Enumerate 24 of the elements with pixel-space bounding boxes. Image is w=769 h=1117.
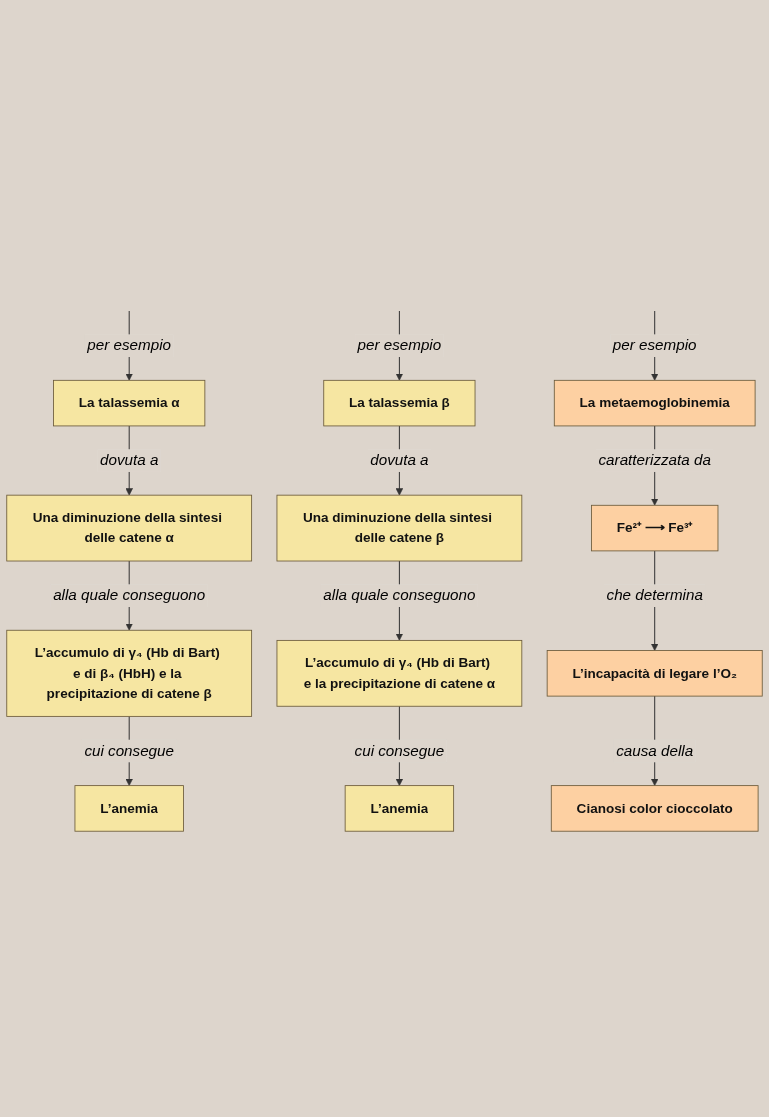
node-box: L’incapacità di legare l’O₂ (546, 650, 763, 697)
node-box: L’accumulo di γ₄ (Hb di Bart) e di β₄ (HbH) e la precipitazione di catene β (6, 629, 253, 717)
edge-label: causa della (616, 742, 694, 760)
node-box: La talassemia α (53, 379, 206, 427)
edge-label: dovuta a (370, 451, 429, 469)
node-box: Fe²⁺ ⟶ Fe³⁺ (591, 504, 719, 552)
node-box: L’anemia (344, 785, 455, 832)
node-box: Cianosi color cioccolato (550, 785, 759, 832)
node-box: L’accumulo di γ₄ (Hb di Bart) e la precipitazione di catene α (276, 640, 523, 707)
edge-label: che determina (606, 586, 703, 604)
edge-label: cui consegue (84, 742, 174, 760)
edge-label: caratterizzata da (598, 451, 711, 469)
edge-label: per esempio (87, 336, 172, 354)
edge-label: per esempio (357, 336, 442, 354)
edge-label: dovuta a (100, 451, 159, 469)
edge-label: per esempio (612, 336, 697, 354)
edge-label: cui consegue (354, 742, 445, 760)
node-box: La talassemia β (323, 379, 476, 427)
node-box: Una diminuzione della sintesi delle catene β (276, 494, 523, 562)
node-box: La metaemoglobinemia (553, 379, 756, 427)
edge-label: alla quale conseguono (323, 586, 476, 604)
node-box: Una diminuzione della sintesi delle catene α (6, 494, 253, 562)
node-box: L’anemia (74, 785, 184, 832)
edge-label: alla quale conseguono (53, 586, 206, 604)
